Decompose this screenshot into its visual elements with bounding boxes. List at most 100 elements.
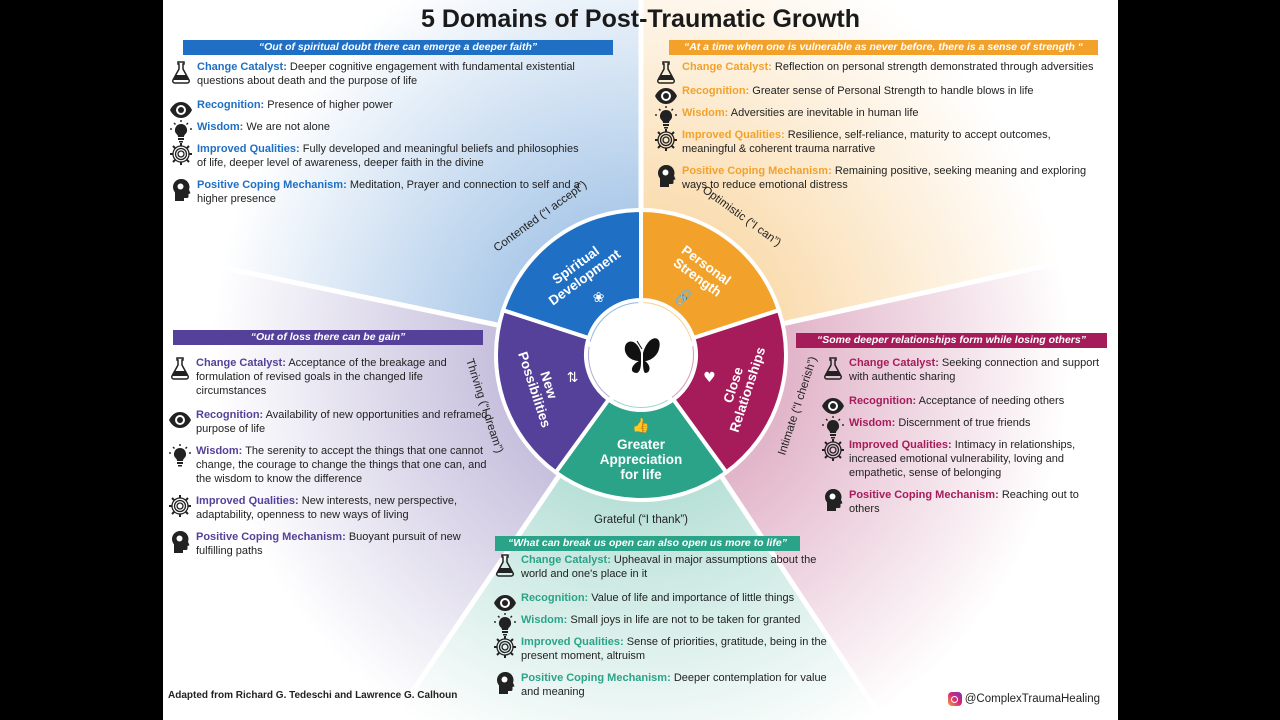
list-item: Wisdom: We are not alone xyxy=(165,120,585,143)
item-label: Wisdom: xyxy=(521,614,568,626)
gear-sun-icon xyxy=(821,438,845,462)
item-text: Acceptance of needing others xyxy=(918,395,1065,407)
gear-sun-icon xyxy=(493,635,517,659)
item-text: Acceptance of the breakage and formulati… xyxy=(196,357,447,397)
wheel-segment-strength xyxy=(639,207,782,341)
banner-strength: “At a time when one is vulnerable as nev… xyxy=(669,40,1098,55)
list-item: Positive Coping Mechanism: Remaining pos… xyxy=(650,164,1105,192)
item-label: Improved Qualities: xyxy=(849,439,952,451)
flask-icon xyxy=(493,553,517,577)
lightbulb-icon xyxy=(169,120,193,144)
item-text: Buoyant pursuit of new fulfilling paths xyxy=(196,531,461,557)
list-item: Recognition: Availability of new opportu… xyxy=(164,408,494,436)
list-item: Improved Qualities: Resilience, self-rel… xyxy=(650,128,1105,156)
gear-sun-icon xyxy=(168,494,192,518)
panel-spiritual: Change Catalyst: Deeper cognitive engage… xyxy=(165,60,585,214)
item-text: Intimacy in relationships, increased emo… xyxy=(849,439,1076,479)
head-icon xyxy=(169,178,193,202)
list-item: Positive Coping Mechanism: Meditation, P… xyxy=(165,178,585,206)
domain-name-line: Appreciation xyxy=(600,452,683,467)
list-item: Recognition: Presence of higher power xyxy=(165,98,585,118)
domain-name-line: for life xyxy=(620,467,662,482)
eye-icon xyxy=(821,394,845,418)
item-text: Sense of priorities, gratitude, being in… xyxy=(521,636,827,662)
item-text: Discernment of true friends xyxy=(898,417,1031,429)
list-item: Change Catalyst: Deeper cognitive engage… xyxy=(165,60,585,88)
item-text: Upheaval in major assumptions about the … xyxy=(521,554,817,580)
page-title: 5 Domains of Post-Traumatic Growth xyxy=(421,5,860,33)
item-label: Wisdom: xyxy=(197,121,244,133)
panel-relationships: Change Catalyst: Seeking connection and … xyxy=(817,356,1107,524)
flask-icon xyxy=(168,356,192,380)
list-item: Positive Coping Mechanism: Deeper contem… xyxy=(489,671,829,699)
social-handle-text: @ComplexTraumaHealing xyxy=(964,693,1100,706)
eye-icon xyxy=(169,98,193,122)
list-item: Change Catalyst: Reflection on personal … xyxy=(650,60,1105,84)
list-item: Recognition: Value of life and importanc… xyxy=(489,591,829,611)
item-label: Recognition: xyxy=(196,409,264,421)
domain-name-line: Greater xyxy=(617,437,666,452)
panel-possibilities: Change Catalyst: Acceptance of the break… xyxy=(164,356,494,566)
domain-wheel: PersonalStrength🔗CloseRelationships♥Grea… xyxy=(494,207,788,502)
chain-link-icon: 🔗 xyxy=(675,288,693,306)
item-label: Positive Coping Mechanism: xyxy=(196,531,346,543)
list-item: Recognition: Greater sense of Personal S… xyxy=(650,84,1105,104)
head-icon xyxy=(654,164,678,188)
item-label: Improved Qualities: xyxy=(197,143,300,155)
lightbulb-icon xyxy=(493,613,517,637)
heart-pulse-icon: ♥ xyxy=(703,370,716,386)
item-label: Recognition: xyxy=(521,592,589,604)
list-item: Positive Coping Mechanism: Reaching out … xyxy=(817,488,1107,516)
instagram-icon xyxy=(947,692,962,706)
list-item: Improved Qualities: Intimacy in relation… xyxy=(817,438,1107,480)
wheel-segment-appreciation xyxy=(552,396,730,502)
item-text: Resilience, self-reliance, maturity to a… xyxy=(682,129,1051,155)
item-text: Deeper cognitive engagement with fundame… xyxy=(197,61,575,87)
item-text: Reaching out to others xyxy=(849,489,1079,515)
eye-icon xyxy=(654,84,678,108)
item-text: New interests, new perspective, adaptabi… xyxy=(196,495,458,521)
item-label: Improved Qualities: xyxy=(682,129,785,141)
item-text: Meditation, Prayer and connection to sel… xyxy=(197,179,580,205)
wheel-segment-spiritual xyxy=(500,207,643,341)
panel-strength: Change Catalyst: Reflection on personal … xyxy=(650,60,1105,200)
head-icon xyxy=(821,488,845,512)
list-item: Recognition: Acceptance of needing other… xyxy=(817,394,1107,414)
list-item: Wisdom: Adversities are inevitable in hu… xyxy=(650,106,1105,129)
lightbulb-icon xyxy=(821,416,845,440)
flask-icon xyxy=(169,60,193,84)
banner-possibilities: “Out of loss there can be gain” xyxy=(173,330,483,345)
flask-icon xyxy=(821,356,845,380)
list-item: Wisdom: The serenity to accept the thing… xyxy=(164,444,494,486)
item-label: Wisdom: xyxy=(196,445,243,457)
list-item: Change Catalyst: Acceptance of the break… xyxy=(164,356,494,398)
wheel-segment-relationships xyxy=(670,307,788,476)
item-text: Deeper contemplation for value and meani… xyxy=(521,672,827,698)
item-label: Wisdom: xyxy=(682,107,729,119)
social-handle: @ComplexTraumaHealing xyxy=(947,692,1100,706)
item-text: Greater sense of Personal Strength to ha… xyxy=(752,85,1034,97)
thumbs-up-icon: 👍 xyxy=(632,417,649,434)
head-icon xyxy=(493,671,517,695)
credit-text: Adapted from Richard G. Tedeschi and Law… xyxy=(168,690,458,701)
item-text: Availability of new opportunities and re… xyxy=(196,409,488,435)
item-label: Improved Qualities: xyxy=(196,495,299,507)
item-label: Wisdom: xyxy=(849,417,896,429)
item-label: Recognition: xyxy=(849,395,917,407)
item-text: Adversities are inevitable in human life xyxy=(730,107,919,119)
item-label: Change Catalyst: xyxy=(521,554,611,566)
list-item: Change Catalyst: Seeking connection and … xyxy=(817,356,1107,384)
banner-spiritual: “Out of spiritual doubt there can emerge… xyxy=(183,40,613,55)
diverging-arrows-icon: ⇅ xyxy=(567,370,579,386)
banner-appreciation: “What can break us open can also open us… xyxy=(495,536,800,551)
item-text: Reflection on personal strength demonstr… xyxy=(774,61,1094,73)
lotus-icon: ❀ xyxy=(593,290,605,306)
item-text: Seeking connection and support with auth… xyxy=(849,357,1100,383)
list-item: Wisdom: Discernment of true friends xyxy=(817,416,1107,439)
item-text: Small joys in life are not to be taken f… xyxy=(570,614,801,626)
butterfly-icon xyxy=(624,338,660,373)
item-text: Fully developed and meaningful beliefs a… xyxy=(197,143,579,169)
infographic-page: 5 Domains of Post-Traumatic Growth “Out … xyxy=(163,0,1118,720)
item-label: Positive Coping Mechanism: xyxy=(197,179,347,191)
